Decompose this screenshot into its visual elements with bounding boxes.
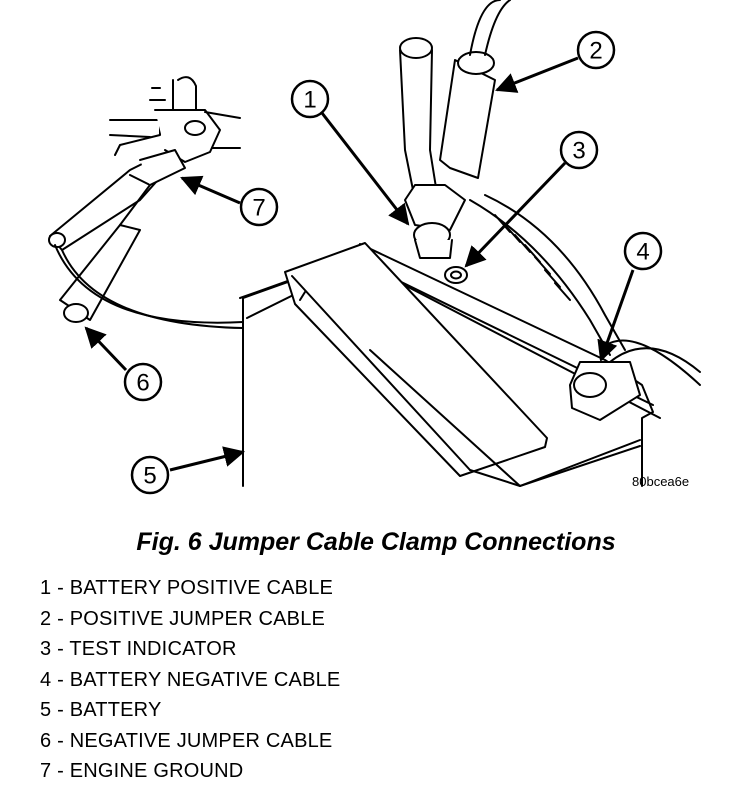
callout-6-arrow (84, 326, 128, 372)
positive-jumper-clamp (399, 0, 511, 259)
callout-1: 1 (303, 87, 316, 114)
figure-caption: Fig. 6 Jumper Cable Clamp Connections (136, 528, 616, 556)
engine-ground-bracket (109, 76, 241, 163)
jumper-cable-illustration: 1 2 3 4 5 6 7 (48, 0, 701, 495)
callout-4-arrow (597, 269, 635, 362)
callout-7-arrow (180, 175, 241, 205)
legend-item: 5 - BATTERY (40, 699, 162, 721)
callout-5-arrow (169, 446, 246, 472)
callout-2-arrow (495, 56, 579, 93)
legend-item: 6 - NEGATIVE JUMPER CABLE (40, 729, 333, 752)
legend-item: 4 - BATTERY NEGATIVE CABLE (40, 668, 341, 691)
battery-positive-cable (469, 194, 626, 356)
callout-6: 6 (136, 370, 149, 397)
test-indicator-drawing (444, 266, 468, 284)
legend-list: 1 - BATTERY POSITIVE CABLE 2 - POSITIVE … (40, 573, 340, 787)
battery-drawing (239, 242, 661, 487)
figure-code: 80bcea6e (632, 474, 690, 489)
legend-item: 2 - POSITIVE JUMPER CABLE (40, 607, 326, 630)
callout-2: 2 (589, 38, 602, 65)
legend-item: 1 - BATTERY POSITIVE CABLE (40, 577, 334, 599)
legend-item: 3 - TEST INDICATOR (40, 638, 237, 660)
legend-item: 7 - ENGINE GROUND (40, 760, 244, 782)
negative-jumper-clamp (48, 149, 244, 329)
callout-4: 4 (636, 239, 649, 266)
callout-5: 5 (143, 463, 156, 490)
callout-7: 7 (252, 195, 265, 222)
callout-3-arrow (464, 161, 567, 268)
callout-3: 3 (572, 138, 585, 165)
callout-1-arrow (320, 112, 410, 226)
